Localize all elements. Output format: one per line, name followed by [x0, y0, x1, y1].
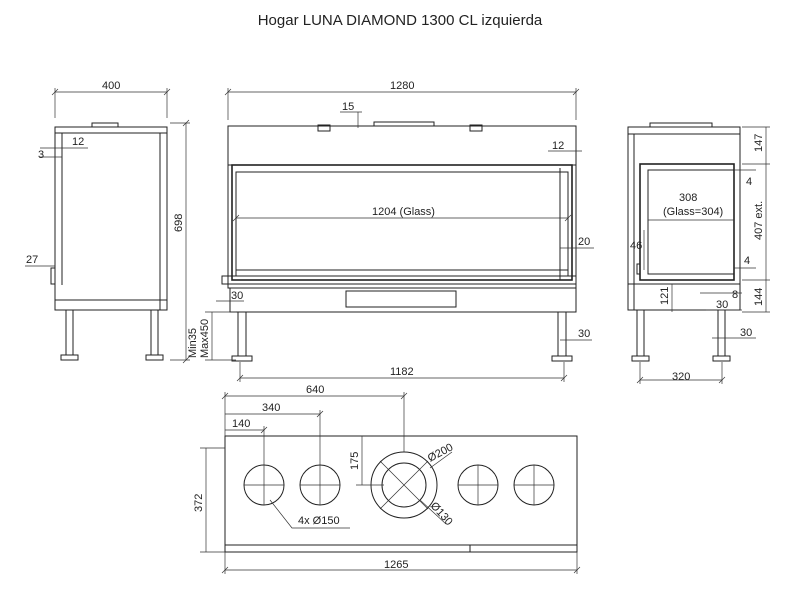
dim-leg-max: Max450 — [199, 319, 211, 358]
dim-right-4-top: 4 — [746, 176, 752, 188]
dim-right-144: 144 — [753, 288, 765, 306]
dim-right-30a: 30 — [716, 299, 728, 311]
dim-top-372: 372 — [193, 494, 205, 512]
dim-right-glass: (Glass=304) — [663, 206, 723, 218]
dim-leg-30: 30 — [578, 328, 590, 340]
dim-legs-span: 1182 — [390, 366, 414, 378]
dim-right-320: 320 — [672, 371, 690, 383]
dim-top-140: 140 — [232, 418, 250, 430]
dim-top-1265: 1265 — [384, 559, 408, 571]
dim-side-width: 400 — [102, 80, 120, 92]
dim-right-147: 147 — [753, 134, 765, 152]
dim-side-3: 3 — [38, 149, 44, 161]
dim-right-121: 121 — [659, 287, 671, 305]
drawing-title: Hogar LUNA DIAMOND 1300 CL izquierda — [257, 12, 543, 29]
dim-front-20: 20 — [578, 236, 590, 248]
dim-side-12: 12 — [72, 136, 84, 148]
dim-top-340: 340 — [262, 402, 280, 414]
side-view: 400 698 12 3 27 — [25, 80, 190, 364]
dim-top-640: 640 — [306, 384, 324, 396]
dim-front-15: 15 — [342, 101, 354, 113]
dim-glass: 1204 (Glass) — [372, 206, 435, 218]
label-d130: Ø130 — [428, 500, 455, 528]
dim-right-4-bottom: 4 — [744, 255, 750, 267]
dim-right-30b: 30 — [740, 327, 752, 339]
dim-right-407: 407 ext. — [753, 201, 765, 240]
top-view: 640 340 140 175 372 1265 4x Ø150 Ø200 Ø1… — [193, 384, 581, 574]
dim-side-27: 27 — [26, 254, 38, 266]
dim-side-height: 698 — [173, 214, 185, 232]
label-holes: 4x Ø150 — [298, 515, 340, 527]
dim-right-46: 46 — [630, 240, 642, 252]
right-side-view: 147 407 ext. 144 4 4 308 (Glass=304) 46 … — [627, 122, 770, 384]
dim-leg-min: Min35 — [187, 328, 199, 358]
front-view: 1280 15 12 1204 (Glass) 20 30 1182 30 Mi… — [187, 80, 594, 382]
dim-top-175: 175 — [349, 452, 361, 470]
dim-front-12: 12 — [552, 140, 564, 152]
dim-front-30: 30 — [231, 290, 243, 302]
dim-right-308: 308 — [679, 192, 697, 204]
dim-front-width: 1280 — [390, 80, 414, 92]
dim-right-8: 8 — [732, 289, 738, 301]
label-d200: Ø200 — [426, 441, 455, 464]
